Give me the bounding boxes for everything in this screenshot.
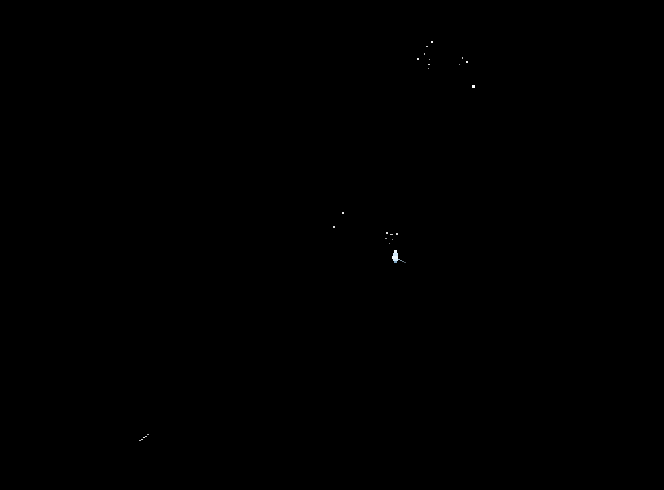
- cursor-tail-3: [402, 261, 404, 262]
- speck: [139, 440, 141, 441]
- speck: [141, 439, 143, 440]
- speck: [417, 58, 419, 60]
- speck: [466, 61, 468, 63]
- speck: [143, 437, 145, 438]
- speck: [396, 233, 398, 235]
- cursor-body-lower: [393, 259, 398, 261]
- cursor-tail-4: [404, 262, 406, 263]
- speck: [389, 243, 390, 244]
- cursor-tip: [394, 250, 397, 253]
- speck: [392, 239, 393, 240]
- speck: [462, 57, 463, 59]
- speck: [147, 434, 149, 435]
- speck: [333, 226, 335, 228]
- speck: [431, 41, 433, 43]
- speck: [426, 46, 428, 47]
- speck: [428, 64, 430, 65]
- speck: [429, 59, 430, 60]
- cursor-body-mid: [392, 256, 398, 259]
- speck: [342, 212, 344, 214]
- cursor-tail-2: [400, 260, 402, 261]
- cursor-base: [394, 261, 397, 263]
- speck: [386, 232, 388, 234]
- speck: [390, 234, 393, 235]
- speck: [459, 64, 460, 65]
- speck: [424, 53, 425, 55]
- speck: [145, 436, 147, 437]
- speck: [472, 85, 475, 88]
- cursor-body-upper: [393, 253, 398, 256]
- cursor-tail-1: [398, 259, 400, 260]
- speck: [428, 68, 429, 69]
- speck: [385, 238, 387, 239]
